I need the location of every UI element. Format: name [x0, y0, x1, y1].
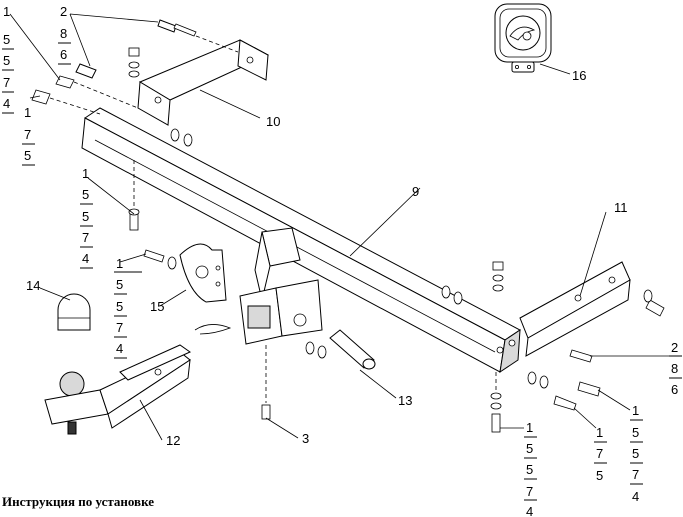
stack-bottom-right: 1 5 5 7 4 [524, 420, 537, 517]
bracket-plate [179, 243, 227, 303]
svg-text:7: 7 [596, 446, 603, 461]
svg-text:7: 7 [82, 230, 89, 245]
side-bracket-right [519, 261, 631, 357]
svg-text:5: 5 [632, 446, 639, 461]
badge [494, 3, 552, 73]
svg-text:6: 6 [60, 47, 67, 62]
svg-text:6: 6 [671, 382, 678, 397]
svg-text:7: 7 [632, 467, 639, 482]
svg-text:2: 2 [60, 4, 67, 19]
svg-text:5: 5 [526, 441, 533, 456]
svg-text:4: 4 [526, 504, 533, 517]
svg-text:5: 5 [632, 425, 639, 440]
stack-top-left-a: 1 5 5 7 4 [2, 4, 14, 114]
callout-9: 9 [412, 184, 419, 199]
svg-text:5: 5 [116, 277, 123, 292]
stack-top-left-b: 2 8 6 [58, 4, 71, 65]
svg-text:5: 5 [596, 468, 603, 483]
svg-text:5: 5 [526, 462, 533, 477]
svg-text:7: 7 [116, 320, 123, 335]
svg-text:7: 7 [3, 75, 10, 90]
stack-left-lower: 1 5 5 7 4 [80, 166, 93, 269]
svg-text:1: 1 [632, 403, 639, 418]
callout-15: 15 [150, 299, 164, 314]
callout-3: 3 [302, 431, 309, 446]
fasteners [31, 19, 665, 433]
svg-text:5: 5 [24, 148, 31, 163]
svg-text:5: 5 [3, 32, 10, 47]
svg-text:5: 5 [82, 209, 89, 224]
svg-text:1: 1 [3, 4, 10, 19]
svg-text:8: 8 [60, 26, 67, 41]
callout-16: 16 [572, 68, 586, 83]
callout-13: 13 [398, 393, 412, 408]
svg-text:4: 4 [116, 341, 123, 356]
svg-text:7: 7 [24, 127, 31, 142]
hitch-pin [329, 329, 376, 370]
svg-text:5: 5 [82, 187, 89, 202]
stack-right-b: 1 5 5 7 4 [630, 403, 643, 504]
callout-10: 10 [266, 114, 280, 129]
svg-text:7: 7 [526, 484, 533, 499]
callout-12: 12 [166, 433, 180, 448]
callout-11: 11 [614, 200, 628, 215]
tow-ball-cap [57, 293, 91, 331]
leader-lines [9, 13, 670, 441]
svg-text:4: 4 [82, 251, 89, 266]
svg-text:4: 4 [3, 96, 10, 111]
stack-right-a: 2 8 6 [669, 340, 682, 397]
svg-text:4: 4 [632, 489, 639, 504]
svg-text:5: 5 [116, 299, 123, 314]
stack-left-mid: 1 7 5 [22, 105, 35, 166]
spring-clip [194, 324, 232, 335]
ball-mount [44, 344, 192, 435]
svg-text:2: 2 [671, 340, 678, 355]
svg-text:5: 5 [3, 53, 10, 68]
stack-right-c: 1 7 5 [594, 425, 607, 483]
skoda-logo-icon [505, 15, 541, 51]
svg-text:1: 1 [24, 105, 31, 120]
svg-text:1: 1 [526, 420, 533, 435]
side-bracket-left [137, 39, 270, 126]
svg-text:1: 1 [82, 166, 89, 181]
stack-center-left: 1 5 5 7 4 [114, 256, 142, 359]
hitch-receiver [239, 227, 323, 345]
callout-labels: 14 15 12 3 9 10 11 13 16 [26, 68, 628, 448]
page-caption: Инструкция по установке [2, 494, 155, 509]
callout-14: 14 [26, 278, 40, 293]
svg-text:1: 1 [596, 425, 603, 440]
svg-text:8: 8 [671, 361, 678, 376]
svg-text:1: 1 [116, 256, 123, 271]
